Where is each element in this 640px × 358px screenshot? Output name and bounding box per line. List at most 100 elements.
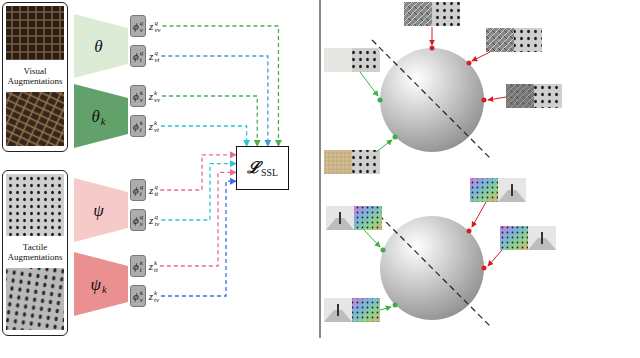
subscript: t <box>140 266 143 273</box>
superscript: k <box>154 259 158 266</box>
subscript: k <box>101 116 106 127</box>
math-symbol: ϕ <box>133 215 139 226</box>
subscript: k <box>102 284 107 295</box>
loss-box: ℒSSL <box>236 146 289 190</box>
pointer-arrow <box>488 97 506 100</box>
tactile-image <box>352 150 380 174</box>
pointer-arrow <box>376 140 392 152</box>
embedding-point <box>467 229 472 234</box>
corridor-image <box>541 232 543 244</box>
visual-image <box>506 84 534 108</box>
embedding-point <box>393 303 398 308</box>
subscript: tv <box>154 220 159 227</box>
subscript: tt <box>154 266 158 273</box>
superscript: q <box>154 213 159 220</box>
superscript: k <box>140 119 143 126</box>
math-symbol: z <box>149 261 153 272</box>
subscript: vv <box>154 96 160 103</box>
pointer-arrow <box>488 250 502 266</box>
math-symbol: ϕ <box>133 291 139 302</box>
superscript: q <box>140 213 143 220</box>
corridor-image <box>326 206 354 230</box>
dashed-connector <box>160 155 236 190</box>
math-symbol: z <box>149 51 153 62</box>
projection-head: ϕktzktt <box>130 255 160 277</box>
projection-head: ϕqtzqtt <box>130 179 160 201</box>
subscript: SSL <box>261 168 278 178</box>
pointer-arrow <box>380 307 391 310</box>
superscript: q <box>140 19 143 26</box>
tactile-image <box>514 28 542 52</box>
subscript: v <box>140 26 143 33</box>
separator-line <box>372 208 492 328</box>
math-symbol: ϕ <box>133 21 139 32</box>
corridor-image <box>511 184 513 196</box>
pointer-arrow <box>360 72 378 96</box>
augmentation-panel: Visual Augmentations <box>2 2 68 152</box>
panel-divider <box>320 0 321 338</box>
encoder-block: ψk <box>74 252 128 316</box>
embedding-point <box>482 98 487 103</box>
math-symbol: z <box>149 21 153 32</box>
tactile-image <box>432 2 460 26</box>
encoder-shape <box>74 178 128 242</box>
math-symbol: ϕ <box>133 185 139 196</box>
projection-head: ϕqvzqvv <box>130 15 162 37</box>
visual-image <box>486 28 514 52</box>
subscript: v <box>140 220 143 227</box>
dashed-connector <box>161 181 236 296</box>
tactile-flow-image <box>352 298 380 322</box>
visual-image <box>324 150 352 174</box>
embedding-point <box>430 46 435 51</box>
dashed-connector <box>162 96 257 146</box>
corridor-image <box>339 212 341 224</box>
pointer-arrow <box>364 230 380 247</box>
pointer-arrow <box>472 202 486 227</box>
math-symbol: ϕ <box>133 121 139 132</box>
projection-box: ϕqt <box>130 45 146 67</box>
projection-box: ϕqv <box>130 209 146 231</box>
embedding-point <box>381 248 386 253</box>
superscript: q <box>154 19 160 26</box>
panel-title: Tactile Augmentations <box>3 242 67 264</box>
tactile-image <box>6 174 64 236</box>
math-symbol: θ <box>91 108 99 125</box>
superscript: k <box>154 289 159 296</box>
math-symbol: ℒ <box>247 160 260 176</box>
pointer-arrow <box>432 27 433 45</box>
tactile-flow-image <box>354 206 382 230</box>
encoder-block: θk <box>74 84 128 148</box>
tactile-image <box>352 48 380 72</box>
subscript: v <box>140 296 143 303</box>
encoder-block: ψ <box>74 178 128 242</box>
projection-box: ϕkt <box>130 115 146 137</box>
projection-box: ϕqt <box>130 179 146 201</box>
tactile-flow-image <box>470 178 498 202</box>
math-symbol: z <box>149 91 153 102</box>
encoder-shape <box>74 252 128 316</box>
superscript: k <box>140 259 143 266</box>
subscript: tv <box>154 296 159 303</box>
superscript: k <box>140 289 143 296</box>
math-symbol: z <box>149 291 153 302</box>
corridor-image <box>324 298 352 322</box>
subscript: t <box>140 56 143 63</box>
embedding-point <box>393 135 398 140</box>
augmentation-panel: Tactile Augmentations <box>2 170 68 336</box>
math-symbol: ψ <box>90 276 101 293</box>
projection-box: ϕkv <box>130 85 146 107</box>
tactile-flow-image <box>500 226 528 250</box>
subscript: v <box>140 96 143 103</box>
projection-head: ϕktzkvt <box>130 115 161 137</box>
projection-box: ϕqv <box>130 15 146 37</box>
corridor-image <box>337 304 339 316</box>
corridor-image <box>498 178 526 202</box>
projection-head: ϕkvzkvv <box>130 85 162 107</box>
encoder-shape <box>74 14 128 78</box>
superscript: k <box>154 119 159 126</box>
superscript: q <box>154 183 158 190</box>
encoder-shape <box>74 252 128 316</box>
math-symbol: ψ <box>93 202 104 219</box>
visual-image <box>506 84 534 108</box>
superscript: q <box>140 49 143 56</box>
